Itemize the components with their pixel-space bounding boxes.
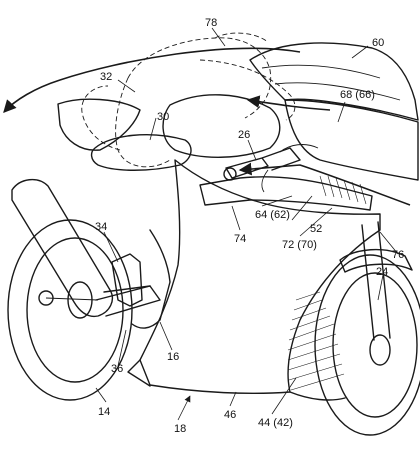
- ref-label-74: 74: [234, 233, 246, 245]
- ref-label-76: 76: [392, 249, 404, 261]
- windscreen: [249, 42, 419, 121]
- air-duct: [199, 176, 373, 211]
- leader-68: [337, 101, 346, 123]
- ref-label-24: 24: [376, 266, 388, 278]
- front-fender: [339, 248, 413, 273]
- leader-36: [117, 329, 127, 367]
- leader-60: [351, 45, 369, 59]
- intake-arrow: [238, 162, 411, 206]
- lower-cowl-edge: [127, 359, 346, 401]
- headlight-cowl: [284, 99, 419, 181]
- leader-18-arrow: [177, 395, 191, 421]
- ref-label-78: 78: [205, 17, 217, 29]
- leader-32: [117, 79, 136, 93]
- front-hub: [369, 334, 391, 366]
- leader-24: [377, 274, 384, 301]
- tail-cowl: [57, 98, 141, 151]
- leader-14: [95, 387, 107, 403]
- ref-label-18: 18: [174, 423, 186, 435]
- front-rim: [332, 272, 418, 418]
- leader-16: [159, 321, 173, 351]
- handlebar: [225, 147, 301, 179]
- leader-52: [291, 195, 313, 221]
- ref-label-46: 46: [224, 409, 236, 421]
- swingarm: [131, 229, 171, 329]
- exhaust-link: [45, 297, 99, 301]
- front-fork: [361, 221, 391, 341]
- exhaust-pipe: [95, 285, 161, 317]
- airflow-arrow: [3, 47, 301, 113]
- leader-30: [149, 117, 157, 141]
- rear-rim: [26, 237, 124, 383]
- leader-44: [271, 377, 297, 415]
- rider-arm: [199, 59, 296, 121]
- ref-label-72: 72 (70): [282, 239, 317, 251]
- rider-leg: [81, 85, 121, 151]
- ref-label-52: 52: [310, 223, 322, 235]
- seat-30: [90, 134, 192, 171]
- leader-72: [299, 207, 333, 237]
- muffler: [11, 179, 114, 318]
- fuel-tank: [162, 94, 281, 158]
- throttle-grip: [223, 167, 237, 181]
- ref-label-30: 30: [157, 111, 169, 123]
- ref-label-16: 16: [167, 351, 179, 363]
- upper-intake-arrow: [246, 95, 331, 111]
- ref-label-32: 32: [100, 71, 112, 83]
- leader-78: [211, 27, 226, 47]
- leader-76: [379, 231, 399, 255]
- front-wheel: [314, 254, 420, 436]
- ref-label-36: 36: [111, 363, 123, 375]
- side-cowl-46: [139, 159, 381, 394]
- footrest-bracket: [103, 253, 151, 307]
- leader-34: [103, 231, 119, 263]
- leader-26: [247, 139, 257, 161]
- clutch-lever: [261, 144, 319, 193]
- ref-label-34: 34: [95, 221, 107, 233]
- leader-64: [261, 195, 293, 207]
- ref-label-44: 44 (42): [258, 417, 293, 429]
- rider-outline: [115, 32, 272, 168]
- duct-hatch: [319, 175, 367, 205]
- ref-label-68: 68 (66): [340, 89, 375, 101]
- leader-46: [229, 391, 237, 407]
- ref-label-14: 14: [98, 406, 110, 418]
- ref-label-26: 26: [238, 129, 250, 141]
- cowl-inner-line: [261, 64, 401, 101]
- leader-74: [231, 205, 241, 231]
- cowl-hatch-44: [287, 291, 345, 391]
- ref-label-64: 64 (62): [255, 209, 290, 221]
- ref-label-60: 60: [372, 37, 384, 49]
- rear-wheel: [7, 219, 133, 401]
